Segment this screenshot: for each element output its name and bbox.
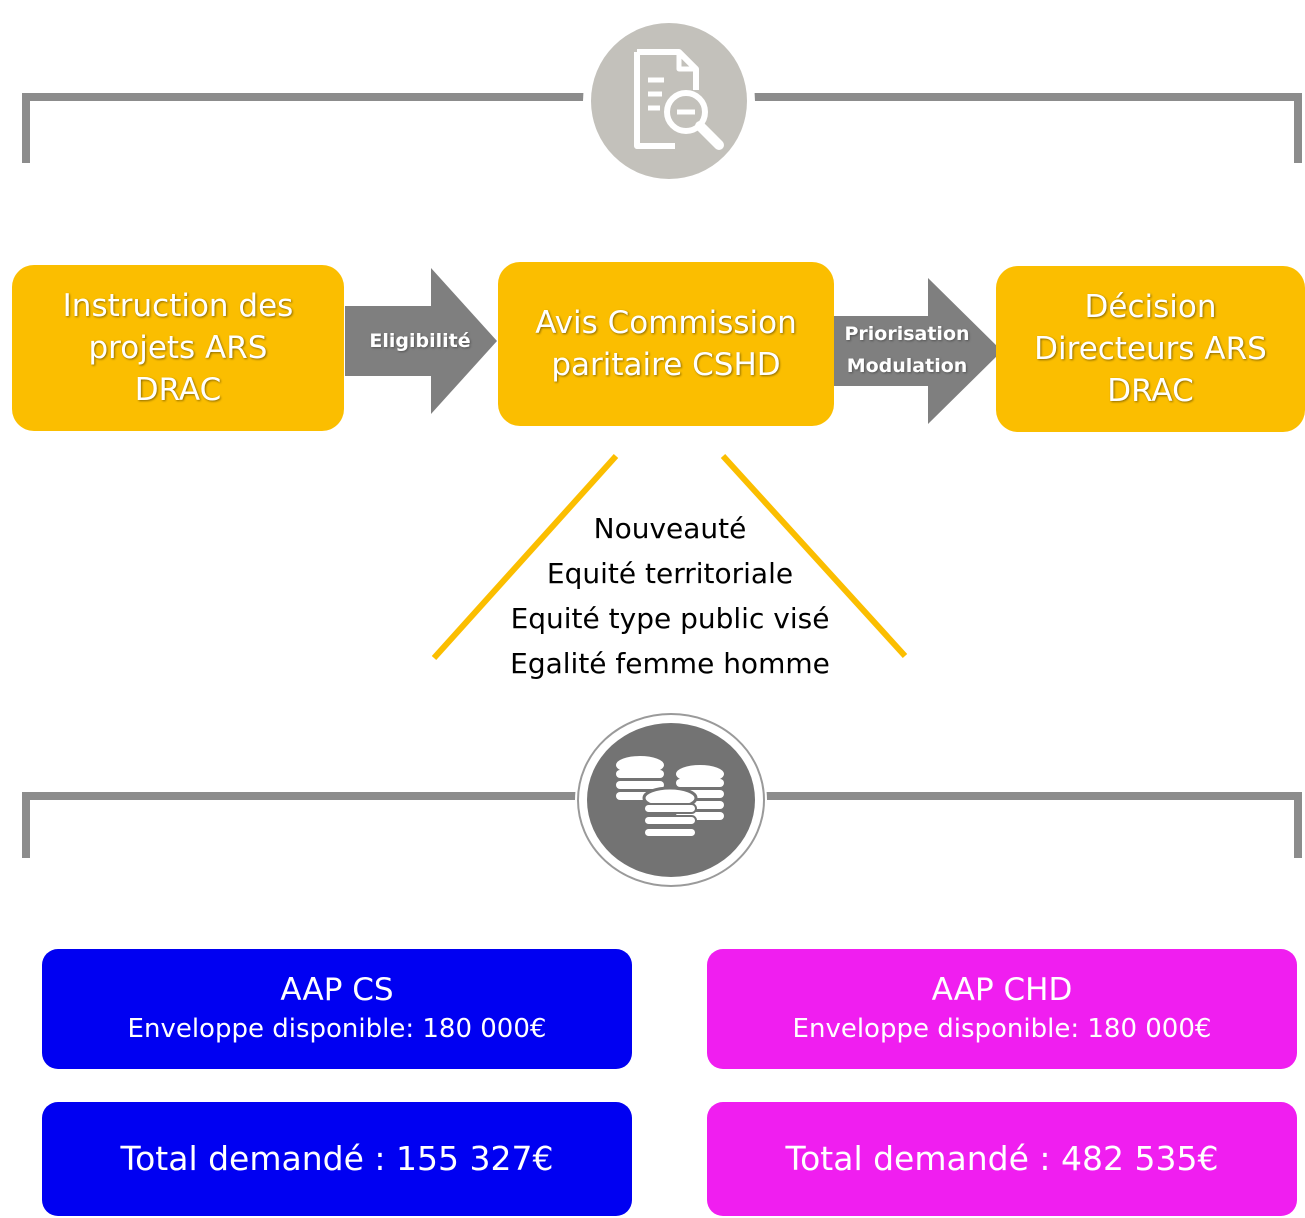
bottom-bracket-right-leg — [1294, 792, 1302, 858]
step-instruction-label: Instruction des projets ARS DRAC — [62, 288, 294, 408]
top-bracket-right-leg — [1294, 93, 1302, 163]
prioritization-arrow: Priorisation Modulation — [832, 278, 1002, 424]
criteria-item: Nouveauté — [593, 512, 747, 545]
eligibility-arrow: Eligibilité — [345, 268, 497, 414]
criteria-line-right — [720, 453, 908, 659]
chd-title: AAP CHD — [931, 972, 1073, 1008]
top-bracket-left-leg — [22, 93, 30, 163]
criteria-line-left — [431, 453, 619, 661]
chd-envelope: Enveloppe disponible: 180 000€ — [792, 1014, 1212, 1044]
cs-envelope-box: AAP CS Enveloppe disponible: 180 000€ — [42, 949, 632, 1069]
criteria-item: Egalité femme homme — [510, 647, 830, 680]
cs-envelope: Enveloppe disponible: 180 000€ — [127, 1014, 547, 1044]
criteria-lines — [431, 453, 908, 661]
step-commission-label: Avis Commission paritaire CSHD — [535, 305, 797, 383]
step-instruction: Instruction des projets ARS DRAC — [12, 265, 344, 431]
criteria-item: Equité territoriale — [546, 557, 794, 590]
step-commission: Avis Commission paritaire CSHD — [498, 262, 834, 426]
cs-total-box: Total demandé : 155 327€ — [42, 1102, 632, 1216]
step-decision: Décision Directeurs ARS DRAC — [996, 266, 1305, 432]
bottom-bracket-left-leg — [22, 792, 30, 858]
cs-title: AAP CS — [280, 972, 394, 1008]
criteria-item: Equité type public visé — [510, 602, 830, 635]
chd-total: Total demandé : 482 535€ — [785, 1139, 1219, 1178]
criteria-list: Nouveauté Equité territoriale Equité typ… — [470, 506, 870, 686]
chd-total-box: Total demandé : 482 535€ — [707, 1102, 1297, 1216]
cs-total: Total demandé : 155 327€ — [120, 1139, 554, 1178]
eligibility-label: Eligibilité — [369, 330, 471, 352]
document-search-icon — [582, 14, 756, 188]
coins-icon — [572, 708, 770, 888]
chd-envelope-box: AAP CHD Enveloppe disponible: 180 000€ — [707, 949, 1297, 1069]
prioritization-label: Priorisation Modulation — [844, 323, 970, 377]
step-decision-label: Décision Directeurs ARS DRAC — [1034, 289, 1267, 409]
